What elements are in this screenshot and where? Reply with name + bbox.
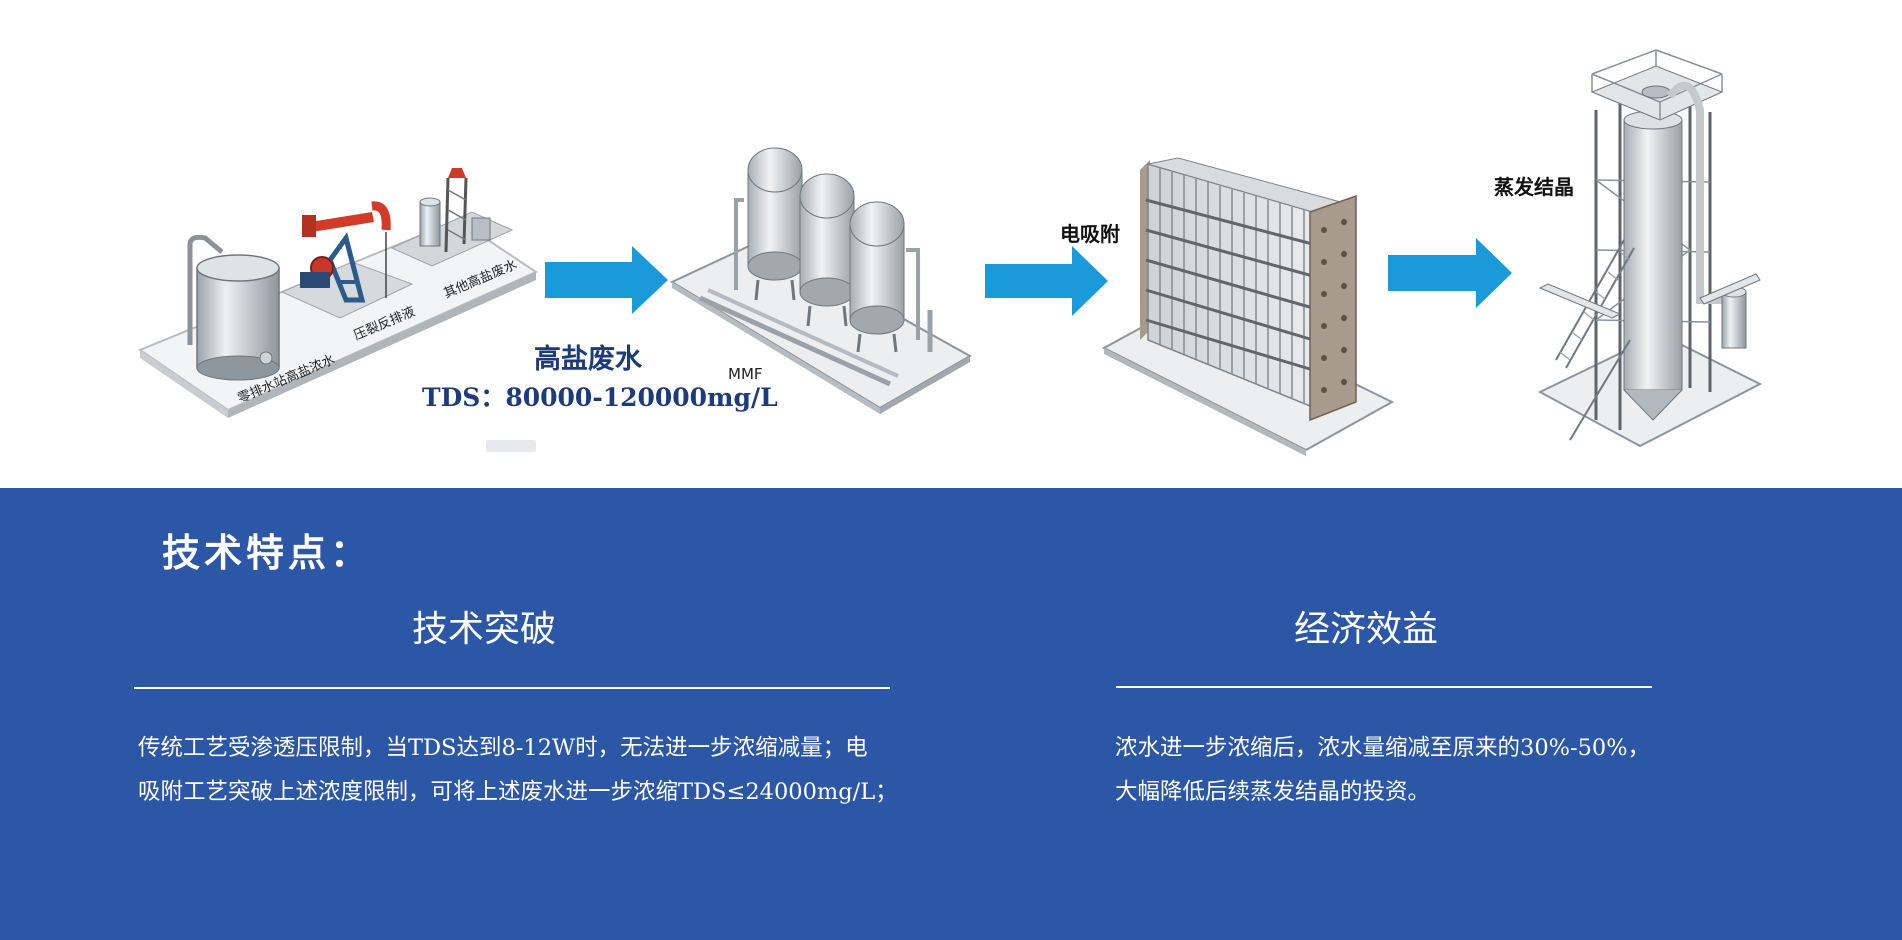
mmf-label: MMF xyxy=(728,365,763,383)
features-panel: 技术特点： 技术突破 传统工艺受渗透压限制，当TDS达到8-12W时，无法进一步… xyxy=(0,488,1902,940)
tech-line-1: 传统工艺受渗透压限制，当TDS达到8-12W时，无法进一步浓缩减量；电 xyxy=(138,735,868,761)
economic-benefit-text: 浓水进一步浓缩后，浓水量缩减至原来的30%-50%， 大幅降低后续蒸发结晶的投资… xyxy=(1115,726,1735,814)
refinery xyxy=(390,168,514,267)
econ-line-1: 浓水进一步浓缩后，浓水量缩减至原来的30%-50%， xyxy=(1115,735,1651,761)
process-diagram: 零排水站高盐浓水 压裂反排液 其他高盐废水 高盐废水 TDS：80000-120… xyxy=(137,49,1763,456)
flow-arrow-1 xyxy=(545,246,668,314)
tds-label: TDS：80000-120000mg/L xyxy=(422,383,778,412)
economic-benefit-title: 经济效益 xyxy=(1293,609,1438,650)
watermark xyxy=(486,440,536,452)
pumpjack xyxy=(280,201,414,319)
storage-tank xyxy=(187,234,280,381)
left-divider xyxy=(134,687,890,689)
econ-line-2: 大幅降低后续蒸发结晶的投资。 xyxy=(1115,779,1431,805)
evaporation-tower xyxy=(1537,49,1763,448)
tech-line-2: 吸附工艺突破上述浓度限制，可将上述废水进一步浓缩TDS≤24000mg/L； xyxy=(138,779,898,805)
tech-breakthrough-title: 技术突破 xyxy=(411,609,556,650)
tech-breakthrough-text: 传统工艺受渗透压限制，当TDS达到8-12W时，无法进一步浓缩减量；电 吸附工艺… xyxy=(138,726,908,814)
source-platform: 零排水站高盐浓水 压裂反排液 其他高盐废水 xyxy=(137,168,539,418)
section-heading: 技术特点： xyxy=(162,531,373,575)
right-divider xyxy=(1116,686,1652,688)
evap-label: 蒸发结晶 xyxy=(1494,175,1574,199)
flow-arrow-3 xyxy=(1388,238,1512,308)
electro-label: 电吸附 xyxy=(1060,222,1120,246)
feed-label: 高盐废水 xyxy=(534,343,643,375)
mmf-filter-unit xyxy=(669,147,973,414)
flow-arrow-2 xyxy=(985,246,1108,316)
electrosorption-stack xyxy=(1101,157,1395,456)
